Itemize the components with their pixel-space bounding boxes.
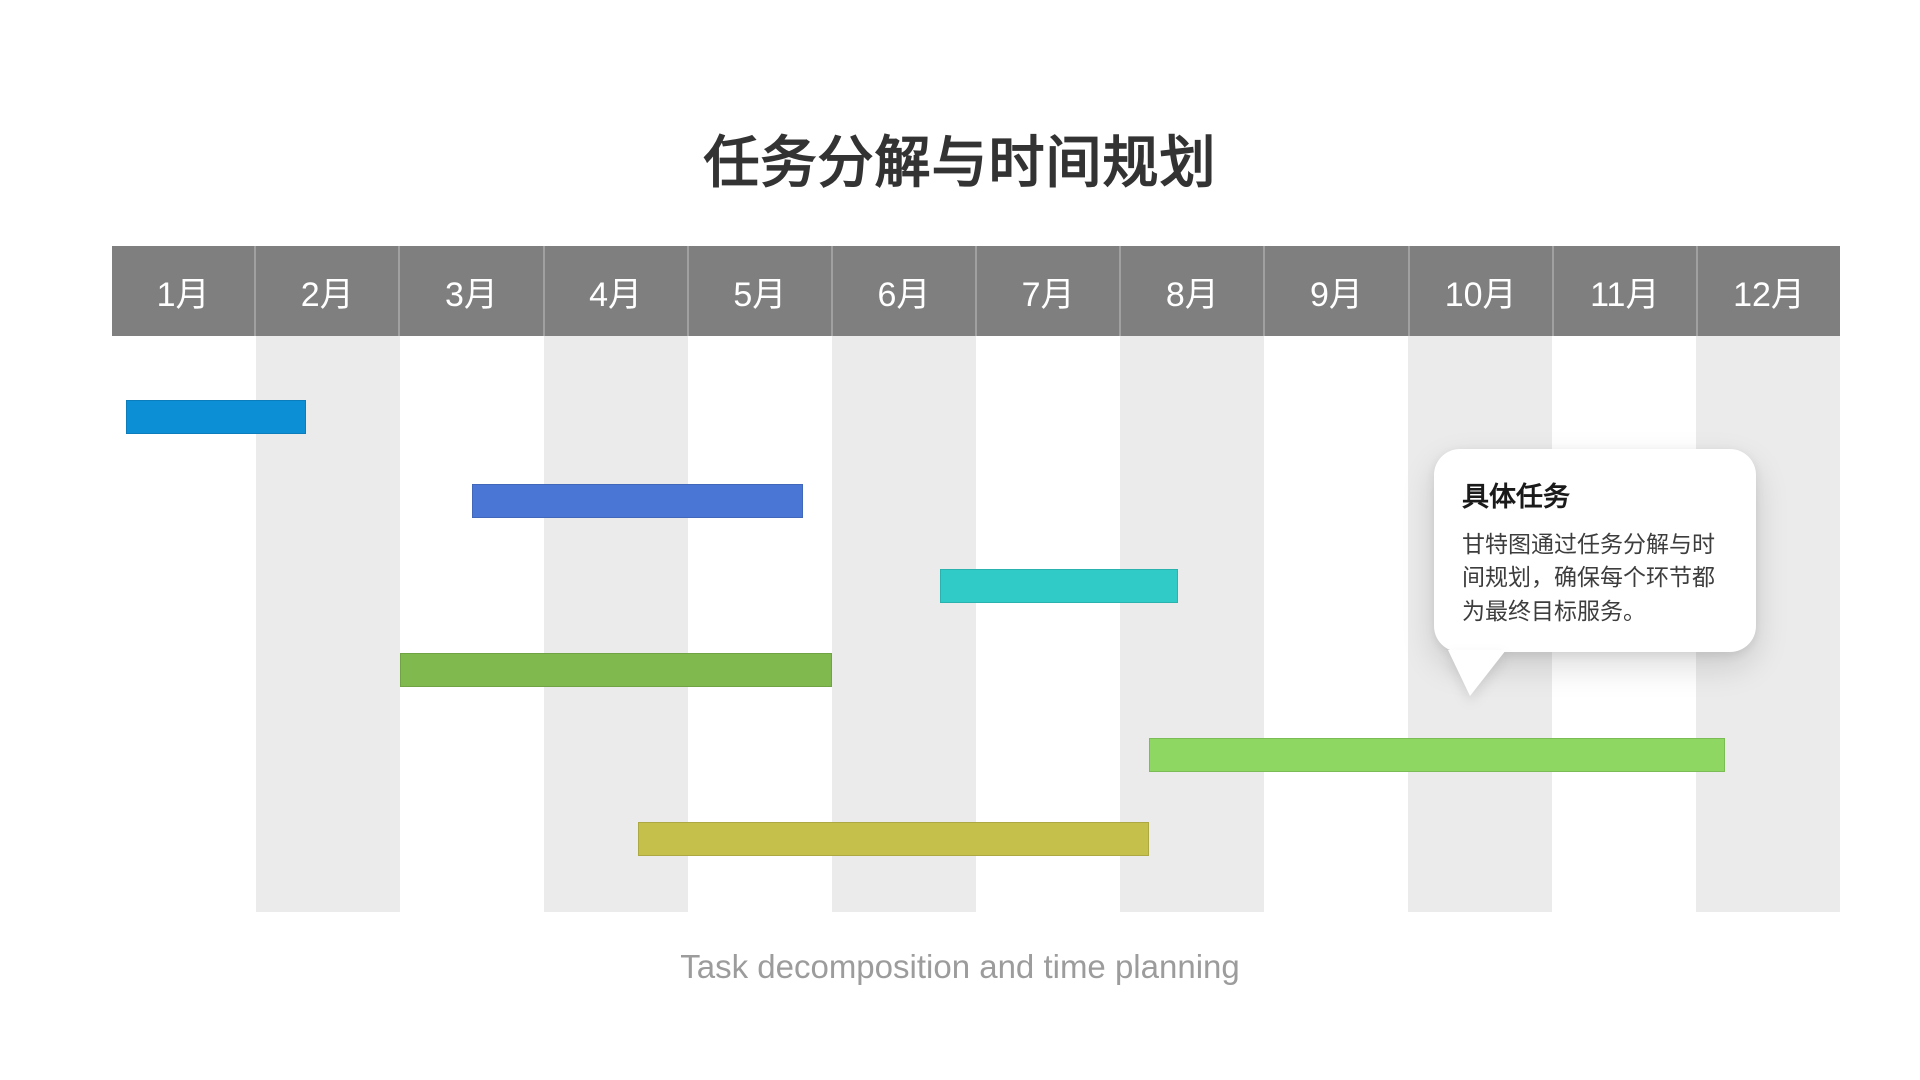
month-header-6: 6月 (830, 246, 975, 336)
month-header-5: 5月 (686, 246, 831, 336)
gantt-bar-task-6 (637, 822, 1149, 856)
column-stripe-8 (1120, 336, 1264, 912)
callout-tooltip: 具体任务 甘特图通过任务分解与时间规划，确保每个环节都为最终目标服务。 (1434, 449, 1756, 697)
month-header-7: 7月 (975, 246, 1119, 336)
gantt-body: 具体任务 甘特图通过任务分解与时间规划，确保每个环节都为最终目标服务。 (112, 336, 1840, 912)
callout-tail-pointer (1448, 650, 1506, 697)
gantt-bar-task-3 (940, 569, 1178, 603)
column-stripe-4 (544, 336, 688, 912)
month-header-2: 2月 (254, 246, 398, 336)
month-header-1: 1月 (156, 275, 210, 314)
month-header-9: 9月 (1263, 246, 1407, 336)
month-header-12: 12月 (1695, 246, 1840, 336)
gantt-bar-task-5 (1148, 738, 1725, 772)
gantt-bar-task-1 (126, 400, 307, 434)
page-title: 任务分解与时间规划 (703, 131, 1217, 194)
month-header-3: 3月 (398, 246, 542, 336)
page-subtitle: Task decomposition and time planning (680, 948, 1240, 985)
month-header-10: 10月 (1407, 246, 1552, 336)
gantt-bar-task-4 (399, 653, 832, 687)
month-header-4: 4月 (542, 246, 687, 336)
month-header-11: 11月 (1551, 246, 1696, 336)
callout-title: 具体任务 (1462, 482, 1570, 512)
gantt-bar-task-2 (472, 484, 804, 518)
column-stripe-6 (832, 336, 976, 912)
month-header-8: 8月 (1119, 246, 1263, 336)
callout-body-text: 甘特图通过任务分解与时间规划，确保每个环节都为最终目标服务。 (1462, 531, 1715, 624)
